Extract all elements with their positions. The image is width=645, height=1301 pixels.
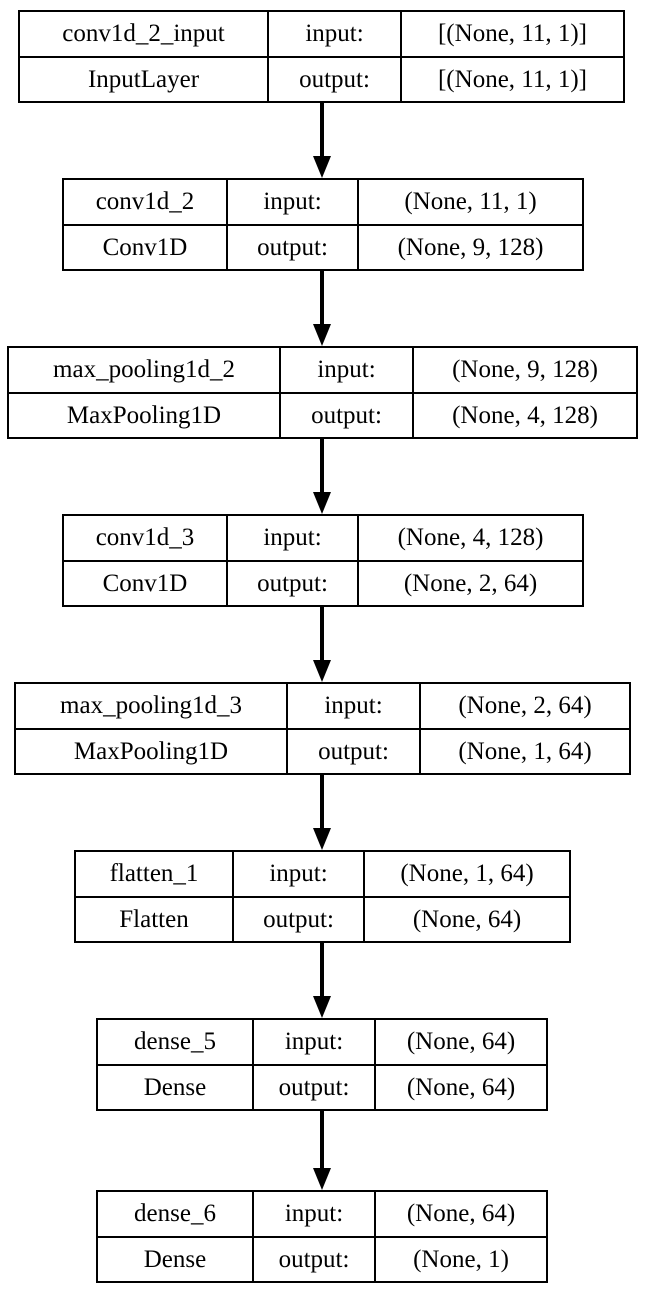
connector-line: [320, 103, 324, 158]
arrowhead-icon: [313, 996, 331, 1018]
layer-input-row: conv1d_2 input:(None, 11, 1): [64, 180, 582, 226]
layer-name: max_pooling1d_3: [60, 692, 242, 720]
layer-type: MaxPooling1D: [66, 401, 222, 429]
arrowhead-icon: [313, 1168, 331, 1190]
arrowhead-icon: [313, 156, 331, 178]
layer-type: Conv1D: [102, 233, 188, 261]
layer-type: Flatten: [119, 905, 189, 933]
connector-line: [320, 271, 324, 326]
layer-name: conv1d_3: [95, 524, 195, 552]
output-label: output:: [252, 1065, 374, 1109]
layer-type: InputLayer: [87, 65, 200, 93]
input-shape-value: (None, 2, 64): [419, 684, 629, 728]
input-shape-value: (None, 64): [374, 1192, 546, 1236]
output-shape-value: [(None, 11, 1)]: [400, 57, 623, 101]
output-label: output:: [267, 57, 400, 101]
layer-input-row: max_pooling1d_2 input:(None, 9, 128): [9, 348, 636, 394]
input-label: input:: [226, 180, 357, 224]
connector-line: [320, 775, 324, 830]
output-shape-value: (None, 64): [374, 1065, 546, 1109]
input-label: input:: [286, 684, 419, 728]
input-shape-value: (None, 1, 64): [363, 852, 569, 896]
input-label: input:: [267, 12, 400, 56]
connector-line: [320, 943, 324, 998]
output-label: output:: [232, 897, 363, 941]
input-label: input:: [252, 1020, 374, 1064]
input-label: input:: [252, 1192, 374, 1236]
layer-type: Dense: [143, 1245, 207, 1273]
layer-output-row: Conv1D output:(None, 9, 128): [64, 225, 582, 269]
layer-output-row: InputLayer output:[(None, 11, 1)]: [20, 57, 623, 101]
output-label: output:: [252, 1237, 374, 1281]
input-shape-value: (None, 4, 128): [357, 516, 582, 560]
output-label: output:: [286, 729, 419, 773]
connector-line: [320, 1111, 324, 1170]
layer-input-row: conv1d_2_input input:[(None, 11, 1)]: [20, 12, 623, 58]
layer-name: conv1d_2_input: [62, 20, 225, 48]
layer-name: dense_5: [134, 1028, 216, 1056]
layer-output-row: Dense output:(None, 1): [98, 1237, 546, 1281]
input-label: input:: [232, 852, 363, 896]
arrowhead-icon: [313, 828, 331, 850]
layer-name: dense_6: [134, 1200, 216, 1228]
layer-output-row: MaxPooling1D output:(None, 4, 128): [9, 393, 636, 437]
input-shape-value: (None, 11, 1): [357, 180, 582, 224]
layer-type: Dense: [143, 1073, 207, 1101]
layer-node[interactable]: dense_6 input:(None, 64) Dense output:(None…: [96, 1190, 548, 1283]
connector-line: [320, 439, 324, 494]
input-label: input:: [279, 348, 412, 392]
layer-node[interactable]: flatten_1 input:(None, 1, 64) Flatten outpu…: [74, 850, 571, 943]
layer-type: Conv1D: [102, 569, 188, 597]
layer-input-row: dense_5 input:(None, 64): [98, 1020, 546, 1066]
layer-output-row: Flatten output:(None, 64): [76, 897, 569, 941]
input-label: input:: [226, 516, 357, 560]
output-shape-value: (None, 64): [363, 897, 569, 941]
layer-name: flatten_1: [109, 860, 199, 888]
layer-type: MaxPooling1D: [73, 737, 229, 765]
layer-input-row: max_pooling1d_3 input:(None, 2, 64): [16, 684, 629, 730]
layer-node[interactable]: dense_5 input:(None, 64) Dense output:(None…: [96, 1018, 548, 1111]
output-label: output:: [226, 561, 357, 605]
connector-line: [320, 607, 324, 662]
input-shape-value: [(None, 11, 1)]: [400, 12, 623, 56]
arrowhead-icon: [313, 492, 331, 514]
layer-name: max_pooling1d_2: [53, 356, 235, 384]
output-shape-value: (None, 4, 128): [412, 393, 636, 437]
arrowhead-icon: [313, 660, 331, 682]
output-shape-value: (None, 1, 64): [419, 729, 629, 773]
arrowhead-icon: [313, 324, 331, 346]
layer-name: conv1d_2: [95, 188, 195, 216]
output-label: output:: [226, 225, 357, 269]
input-shape-value: (None, 64): [374, 1020, 546, 1064]
layer-node[interactable]: conv1d_2 input:(None, 11, 1) Conv1D output:…: [62, 178, 584, 271]
output-shape-value: (None, 1): [374, 1237, 546, 1281]
output-label: output:: [279, 393, 412, 437]
layer-node[interactable]: conv1d_3 input:(None, 4, 128) Conv1D output…: [62, 514, 584, 607]
layer-output-row: MaxPooling1D output:(None, 1, 64): [16, 729, 629, 773]
output-shape-value: (None, 2, 64): [357, 561, 582, 605]
layer-input-row: dense_6 input:(None, 64): [98, 1192, 546, 1238]
layer-output-row: Dense output:(None, 64): [98, 1065, 546, 1109]
input-shape-value: (None, 9, 128): [412, 348, 636, 392]
layer-input-row: conv1d_3 input:(None, 4, 128): [64, 516, 582, 562]
output-shape-value: (None, 9, 128): [357, 225, 582, 269]
layer-input-row: flatten_1 input:(None, 1, 64): [76, 852, 569, 898]
layer-output-row: Conv1D output:(None, 2, 64): [64, 561, 582, 605]
